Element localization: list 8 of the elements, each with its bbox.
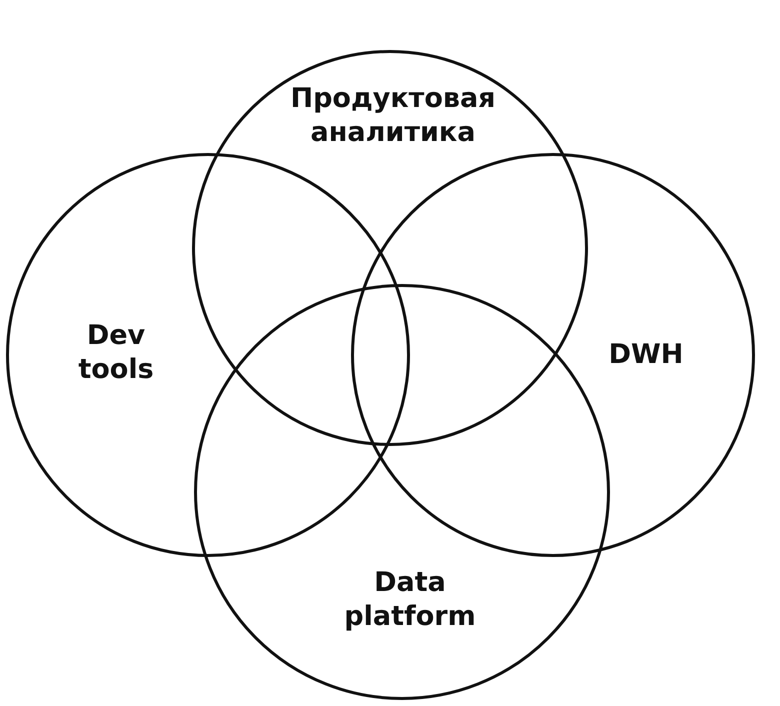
circle-label: DWH: [608, 338, 684, 372]
circle-label: Продуктовая аналитика: [289, 82, 497, 150]
circle-label: Dev tools: [77, 319, 155, 387]
circle-label: Data platform: [343, 566, 477, 634]
venn-circle: [351, 153, 755, 557]
venn-circle: [194, 284, 610, 700]
venn-circle: [6, 153, 410, 557]
venn-circle: [192, 50, 588, 446]
